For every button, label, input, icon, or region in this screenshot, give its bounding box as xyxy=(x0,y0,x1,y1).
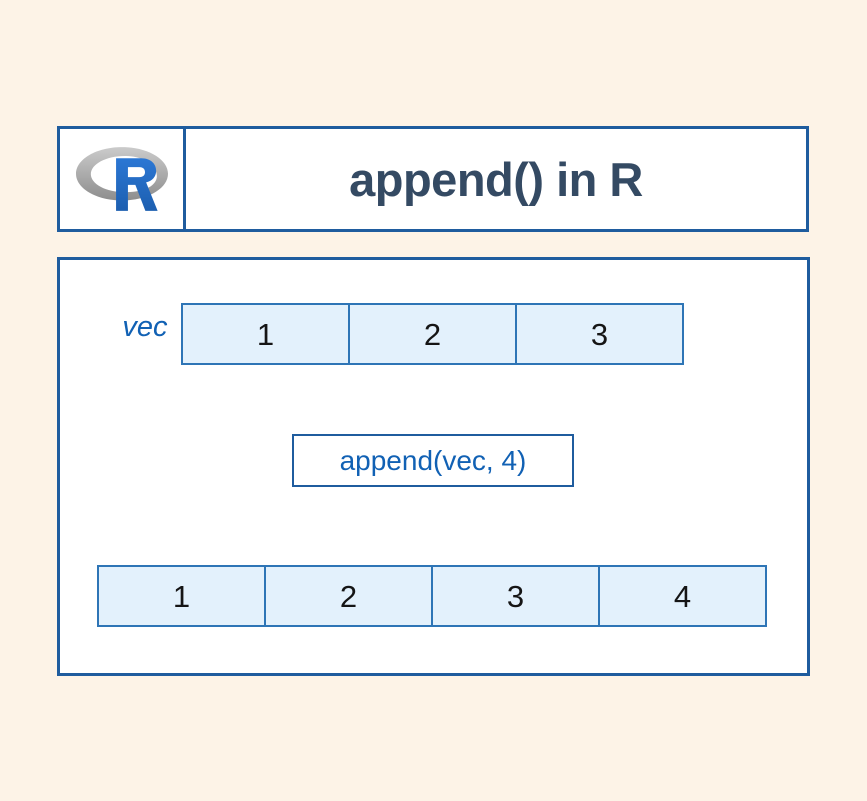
input-cell: 2 xyxy=(348,303,517,365)
input-vector-label: vec xyxy=(122,311,168,343)
operation-box: append(vec, 4) xyxy=(292,434,574,487)
output-cell: 4 xyxy=(598,565,767,627)
logo-cell xyxy=(60,129,186,229)
input-cell: 1 xyxy=(181,303,350,365)
output-cell: 2 xyxy=(264,565,433,627)
r-language-logo-icon xyxy=(75,142,168,216)
output-cell: 3 xyxy=(431,565,600,627)
output-cell: 1 xyxy=(97,565,266,627)
title-cell: append() in R xyxy=(186,129,806,229)
input-cell: 3 xyxy=(515,303,684,365)
header-panel: append() in R xyxy=(57,126,809,232)
page-title: append() in R xyxy=(349,152,643,206)
output-vector-row: 1 2 3 4 xyxy=(97,565,767,627)
input-vector-row: 1 2 3 xyxy=(181,303,684,365)
